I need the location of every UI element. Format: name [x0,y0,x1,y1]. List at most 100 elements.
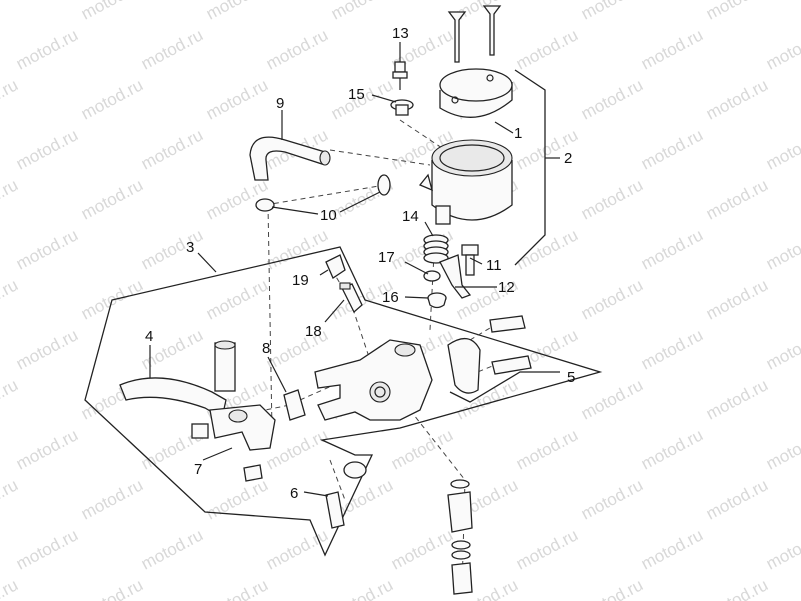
watermark-text: motod.ru [638,125,706,173]
watermark-text: motod.ru [138,525,206,573]
part-bushing-8 [283,389,306,421]
part-grommet-15 [390,99,414,116]
watermark-text: motod.ru [263,225,331,273]
part-banjo-stack [447,479,473,595]
watermark-text: motod.ru [388,525,456,573]
callout-labels: 13 15 1 2 9 10 14 11 12 17 16 19 18 8 4 … [145,25,575,502]
watermark-text: motod.ru [13,125,81,173]
part-bolt-13 [392,61,408,90]
watermark-text: motod.ru [263,25,331,73]
watermark-text: motod.ru [0,375,21,423]
watermark-text: motod.ru [703,175,771,223]
callout-7: 7 [194,461,202,478]
watermark-text: motod.ru [78,475,146,523]
callout-13: 13 [392,25,409,42]
reservoir-group-bracket [514,69,546,266]
watermark-text: motod.ru [703,575,771,601]
watermark-text: motod.ru [638,225,706,273]
watermark-text: motod.ru [203,75,271,123]
watermark-text: motod.ru [203,0,271,24]
watermark-text: motod.ru [763,125,801,173]
part-seal-14 [423,234,449,264]
callout-4: 4 [145,328,153,345]
part-long-screws [447,5,502,63]
callout-9: 9 [276,95,284,112]
callout-16: 16 [382,289,399,306]
watermark-text: motod.ru [513,425,581,473]
watermark-text: motod.ru [703,75,771,123]
callout-19: 19 [292,272,309,289]
watermark-text: motod.ru [328,575,396,601]
watermark-text: motod.ru [638,25,706,73]
part-fitting-6 [325,461,367,529]
watermark-text: motod.ru [0,275,21,323]
watermark-text: motod.ru [13,325,81,373]
callout-17: 17 [378,249,395,266]
watermark-text: motod.ru [203,275,271,323]
watermark-text: motod.ru [513,25,581,73]
callout-15: 15 [348,86,365,103]
watermark-text: motod.ru [138,25,206,73]
watermark-text: motod.ru [763,525,801,573]
callout-5: 5 [567,369,575,386]
watermark-text: motod.ru [763,425,801,473]
part-reservoir-cap [439,68,513,118]
parts [119,5,532,595]
watermark-text: motod.ru [388,425,456,473]
watermark-text: motod.ru [578,0,646,24]
watermark-text: motod.ru [578,475,646,523]
watermark-text: motod.ru [0,0,21,24]
clamp-group-bracket [449,371,560,403]
watermark-text: motod.ru [13,225,81,273]
callout-3: 3 [186,239,194,256]
part-clamp-5 [447,315,532,394]
part-brake-lever-4 [119,340,236,420]
watermark-text: motod.ru [138,125,206,173]
part-hose-9 [249,136,331,181]
watermark-text: motod.ru [578,375,646,423]
watermark-text: motod.ru [13,525,81,573]
callout-10: 10 [320,207,337,224]
watermark-text: motod.ru [513,525,581,573]
watermark-text: motod.ru [638,325,706,373]
watermark-text: motod.ru [578,575,646,601]
watermark-text: motod.ru [13,25,81,73]
callout-8: 8 [262,340,270,357]
master-cylinder-group-frame [84,246,603,557]
watermark-text: motod.ru [263,525,331,573]
part-bolt-11 [461,244,479,276]
watermark-text: motod.ru [0,175,21,223]
watermark-text: motod.ru [0,475,21,523]
part-reservoir-body [418,139,513,225]
watermark-text: motod.ru [578,175,646,223]
callout-6: 6 [290,485,298,502]
group-frames [84,69,603,557]
watermark-text: motod.ru [0,575,21,601]
watermark-text: motod.ru [763,325,801,373]
watermark-text: motod.ru [78,575,146,601]
callout-18: 18 [305,323,322,340]
part-pivot-7 [191,404,276,482]
watermark-text: motod.ru [703,375,771,423]
part-cap-19 [325,254,346,279]
callout-14: 14 [402,208,419,225]
watermark-text: motod.ru [78,175,146,223]
watermark-text: motod.ru [513,225,581,273]
callout-12: 12 [498,279,515,296]
watermark-text: motod.ru [78,0,146,24]
watermark-text: motod.ru [13,425,81,473]
leader-lines [149,42,560,497]
watermark-text: motod.ru [203,575,271,601]
part-master-cylinder [314,339,433,421]
callout-2: 2 [564,150,572,167]
watermark-text: motod.ru [78,75,146,123]
watermark-text: motod.ru [0,75,21,123]
watermark-text: motod.ru [763,25,801,73]
watermark-text: motod.ru [578,75,646,123]
watermark-text: motod.ru [703,275,771,323]
watermark-text: motod.ru [703,0,771,24]
watermark-text: motod.ru [578,275,646,323]
part-hose-clips-10 [255,174,391,212]
